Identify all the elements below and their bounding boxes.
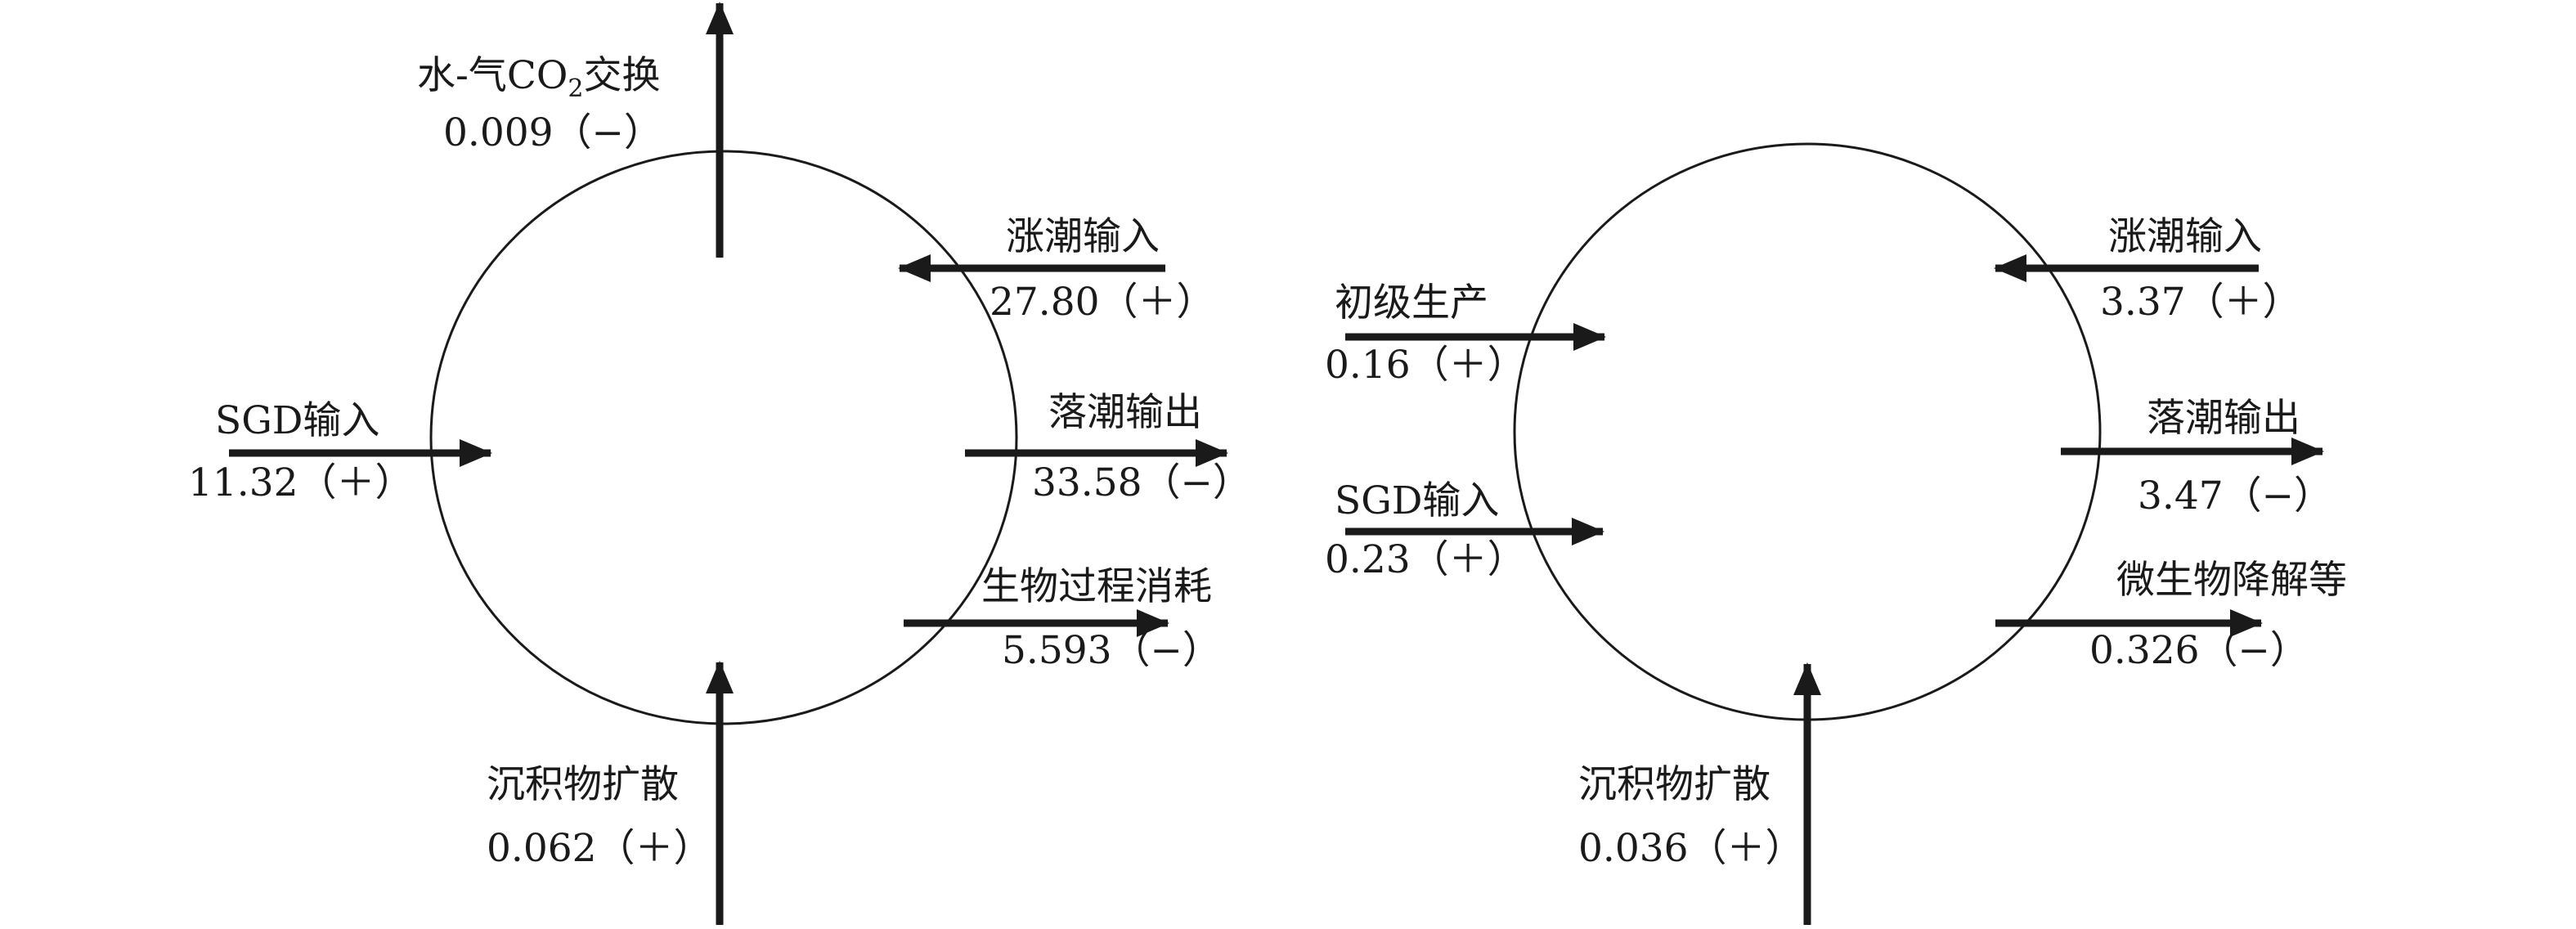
left-tide-in-name: 涨潮输入 [1006, 214, 1160, 259]
right-sediment-name: 沉积物扩散 [1578, 762, 1770, 807]
left-co2-subscript: 2 [568, 74, 583, 103]
left-co2-suffix: 交换 [583, 53, 660, 98]
right-sgd-name: SGD输入 [1335, 478, 1499, 523]
left-bio-name: 生物过程消耗 [981, 564, 1212, 609]
left-co2-label: 水-气CO2交换 [417, 53, 660, 103]
right-sediment-value: 0.036（＋） [1578, 826, 1804, 871]
right-primary-value: 0.16（＋） [1325, 343, 1526, 388]
left-bio-value: 5.593（−） [1002, 628, 1221, 673]
left-budget: 水-气CO2交换 0.009（−） 涨潮输入 27.80（＋） SGD输入 11… [188, 2, 1251, 925]
left-water-body-circle [429, 150, 1018, 725]
right-tide-in-name: 涨潮输入 [2108, 214, 2262, 259]
right-sgd-value: 0.23（＋） [1325, 537, 1526, 582]
right-tide-out-value: 3.47（−） [2138, 473, 2332, 518]
left-tide-out-value: 33.58（−） [1032, 460, 1251, 505]
left-co2-co: CO [507, 53, 568, 98]
right-tide-in-value: 3.37（＋） [2100, 280, 2301, 325]
left-tide-out-name: 落潮输出 [1048, 390, 1202, 435]
left-sgd-name: SGD输入 [215, 398, 379, 443]
right-primary-name: 初级生产 [1335, 280, 1488, 325]
right-microbe-name: 微生物降解等 [2116, 558, 2347, 603]
left-co2-value: 0.009（−） [443, 110, 662, 155]
right-tide-out-name: 落潮输出 [2147, 396, 2300, 441]
left-sgd-value: 11.32（＋） [188, 460, 414, 505]
left-sediment-value: 0.062（＋） [487, 826, 712, 871]
left-co2-prefix: 水-气 [417, 53, 507, 98]
left-tide-in-value: 27.80（＋） [990, 280, 1215, 325]
right-microbe-value: 0.326（−） [2089, 628, 2309, 673]
left-sediment-name: 沉积物扩散 [487, 762, 679, 807]
right-budget: 涨潮输入 3.37（＋） 初级生产 0.16（＋） 落潮输出 3.47（−） S… [1325, 142, 2347, 925]
right-water-body-circle [1513, 142, 2102, 721]
